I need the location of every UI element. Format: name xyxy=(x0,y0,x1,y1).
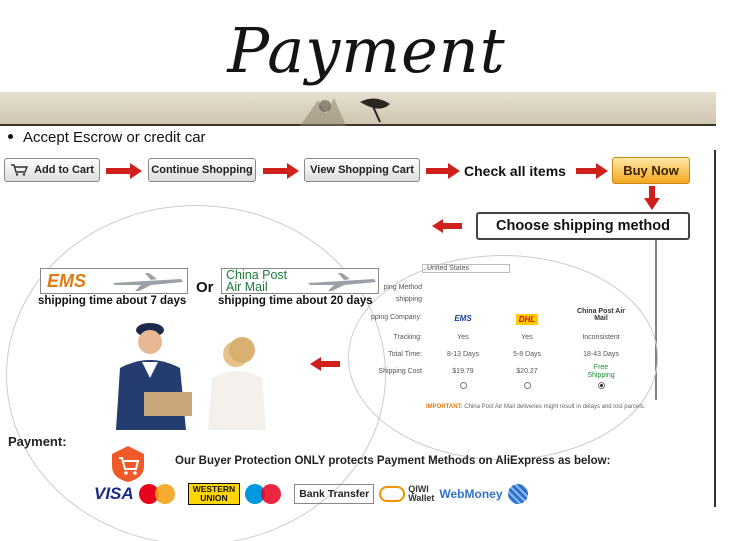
table-cell: $20.27 xyxy=(516,368,538,375)
cost-label: Shipping Cost xyxy=(378,368,422,375)
right-arrow-icon xyxy=(263,163,299,179)
page-title: Payment xyxy=(227,14,506,87)
shipping-method-table: United States ping Method shipping pping… xyxy=(350,262,650,432)
add-to-cart-label: Add to Cart xyxy=(34,164,94,176)
decorative-circle xyxy=(348,255,658,460)
down-arrow-icon xyxy=(644,186,660,210)
airplane-icon xyxy=(308,273,376,291)
maestro-logo xyxy=(245,484,289,504)
left-arrow-icon xyxy=(432,219,462,233)
air-mail-text: Air Mail xyxy=(226,280,268,294)
table-cell: 18-43 Days xyxy=(583,351,619,358)
cart-icon xyxy=(10,164,29,176)
mastercard-logo xyxy=(138,484,183,504)
visa-logo: VISA xyxy=(94,484,134,503)
add-to-cart-button[interactable]: Add to Cart xyxy=(4,158,100,182)
view-shopping-cart-button[interactable]: View Shopping Cart xyxy=(304,158,420,182)
right-arrow-icon xyxy=(426,163,460,179)
dhl-radio[interactable] xyxy=(523,382,531,389)
accept-escrow-bullet: Accept Escrow or credit car xyxy=(8,129,206,146)
qiwi-text: QIWI xyxy=(408,484,429,494)
decorative-banner xyxy=(0,92,716,126)
western-union-text: UNION xyxy=(200,493,228,503)
or-text: Or xyxy=(196,279,214,296)
shipping-label: shipping xyxy=(395,296,422,303)
qiwi-text: Wallet xyxy=(408,493,435,503)
shipping-notice: IMPORTANT: China Post Air Mail deliverie… xyxy=(426,404,646,410)
courier-delivery-image xyxy=(116,323,266,430)
buy-now-button[interactable]: Buy Now xyxy=(612,157,690,184)
airplane-icon xyxy=(113,273,183,291)
shopping-cart-shield-icon xyxy=(112,446,144,482)
ems-logo: EMS xyxy=(40,268,188,294)
notice-bold: IMPORTANT: xyxy=(426,404,463,410)
bank-transfer-logo: Bank Transfer xyxy=(294,484,375,504)
right-arrow-icon xyxy=(576,163,608,179)
method-label: ping Method xyxy=(383,284,422,291)
notice-text: China Post Air Mail deliveries might res… xyxy=(464,404,646,410)
total-time-label: Total Time: xyxy=(388,351,422,358)
china-post-radio[interactable] xyxy=(597,382,605,389)
table-cell: Yes xyxy=(457,334,469,341)
china-post-column-name: China Post Air Mail xyxy=(577,308,625,322)
dhl-column-name: DHL xyxy=(515,314,539,325)
choose-shipping-method-box: Choose shipping method xyxy=(476,212,690,240)
western-union-text: WESTERN xyxy=(192,484,236,494)
bullet-text: Accept Escrow or credit car xyxy=(23,129,206,146)
table-cell: Yes xyxy=(521,334,533,341)
continue-shopping-button[interactable]: Continue Shopping xyxy=(148,158,256,182)
china-post-shipping-time: shipping time about 20 days xyxy=(218,295,373,307)
tracking-label: Tracking: xyxy=(393,334,422,341)
table-cell: $19.79 xyxy=(452,368,474,375)
webmoney-globe-icon xyxy=(507,484,528,504)
ems-shipping-time: shipping time about 7 days xyxy=(38,295,187,307)
company-label: pping Company: xyxy=(371,314,422,321)
country-select[interactable]: United States xyxy=(422,264,511,273)
webmoney-logo: WebMoney xyxy=(439,487,503,501)
table-cell: 8-13 Days xyxy=(447,351,479,358)
ink-landscape-icon xyxy=(300,98,390,126)
table-cell: Inconsistent xyxy=(582,334,620,341)
check-all-items-text: Check all items xyxy=(464,163,566,179)
china-post-logo: China Post Air Mail xyxy=(221,268,379,294)
table-cell: Free Shipping xyxy=(587,364,615,379)
china-post-text: China Post xyxy=(226,268,288,282)
ems-column-name: EMS xyxy=(454,314,472,323)
buyer-protection-text: Our Buyer Protection ONLY protects Payme… xyxy=(175,455,611,467)
payment-label: Payment: xyxy=(8,434,67,449)
right-arrow-icon xyxy=(106,163,142,179)
table-cell: 5-8 Days xyxy=(512,351,541,358)
ems-logo-text: EMS xyxy=(47,271,87,291)
ems-radio[interactable] xyxy=(459,382,467,389)
